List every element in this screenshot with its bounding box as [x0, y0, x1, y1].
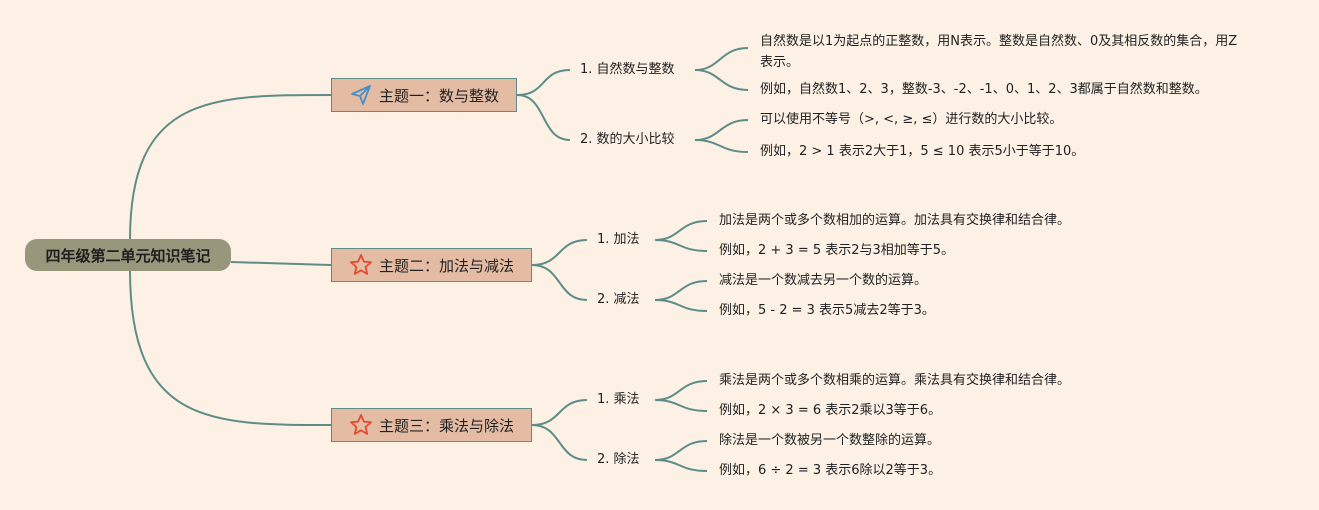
subtopic-to-note-line [694, 139, 749, 153]
subtopic-to-note-line [654, 399, 708, 412]
topic-label: 主题一：数与整数 [378, 86, 499, 105]
topic-node[interactable]: 主题一：数与整数 [331, 78, 517, 112]
topic-node[interactable]: 主题二：加法与减法 [331, 248, 532, 282]
note-text: 例如，6 ÷ 2 = 3 表示6除以2等于3。 [719, 463, 942, 478]
note-text: 例如，5 - 2 = 3 表示5减去2等于3。 [719, 303, 935, 318]
topic-label: 主题三：乘法与除法 [378, 416, 514, 435]
topic-to-subtopic-line [531, 264, 588, 301]
root-topic[interactable]: 四年级第二单元知识笔记 [25, 239, 231, 271]
subtopic-to-note-line [654, 239, 708, 252]
topic-to-subtopic-line [516, 69, 571, 96]
subtopic-label[interactable]: 2. 减法 [597, 292, 640, 307]
subtopic-to-note-line [654, 299, 708, 312]
subtopic-to-note-line [694, 119, 749, 141]
note-text: 例如，2 > 1 表示2大于1，5 ≤ 10 表示5小于等于10。 [760, 144, 1085, 159]
topic-label: 主题二：加法与减法 [378, 256, 514, 275]
topic-to-subtopic-line [531, 239, 588, 266]
note-text: 自然数是以1为起点的正整数，用N表示。整数是自然数、0及其相反数的集合，用Z表示… [760, 34, 1238, 70]
subtopic-label[interactable]: 1. 乘法 [597, 392, 640, 407]
subtopic-to-note-line [694, 69, 749, 91]
subtopic-to-note-line [654, 280, 708, 301]
topic-to-subtopic-line [531, 399, 588, 426]
root-to-topic-line [129, 94, 332, 241]
subtopic-to-note-line [654, 440, 708, 461]
subtopic-to-note-line [654, 459, 708, 472]
root-to-topic-line [129, 269, 332, 426]
subtopic-label[interactable]: 2. 数的大小比较 [580, 132, 675, 147]
subtopic-label[interactable]: 2. 除法 [597, 452, 640, 467]
topic-node[interactable]: 主题三：乘法与除法 [331, 408, 532, 442]
note-text: 除法是一个数被另一个数整除的运算。 [719, 433, 941, 448]
note-text: 例如，2 + 3 = 5 表示2与3相加等于5。 [719, 243, 955, 258]
star-icon [349, 413, 373, 437]
note-text: 例如，2 × 3 = 6 表示2乘以3等于6。 [719, 403, 942, 418]
root-to-topic-line [230, 261, 332, 266]
topic-to-subtopic-line [516, 94, 571, 141]
subtopic-to-note-line [654, 220, 708, 241]
star-icon [349, 253, 373, 277]
subtopic-label[interactable]: 1. 自然数与整数 [580, 62, 675, 77]
note-text: 例如，自然数1、2、3，整数-3、-2、-1、0、1、2、3都属于自然数和整数。 [760, 82, 1208, 97]
subtopic-to-note-line [654, 380, 708, 401]
note-text: 可以使用不等号（>, <, ≥, ≤）进行数的大小比较。 [760, 112, 1063, 127]
subtopic-label[interactable]: 1. 加法 [597, 232, 640, 247]
paper-plane-icon [349, 83, 373, 107]
note-text: 乘法是两个或多个数相乘的运算。乘法具有交换律和结合律。 [719, 373, 1071, 388]
topic-to-subtopic-line [531, 424, 588, 461]
subtopic-to-note-line [694, 47, 749, 71]
note-text: 加法是两个或多个数相加的运算。加法具有交换律和结合律。 [719, 213, 1071, 228]
note-text: 减法是一个数减去另一个数的运算。 [719, 273, 928, 288]
